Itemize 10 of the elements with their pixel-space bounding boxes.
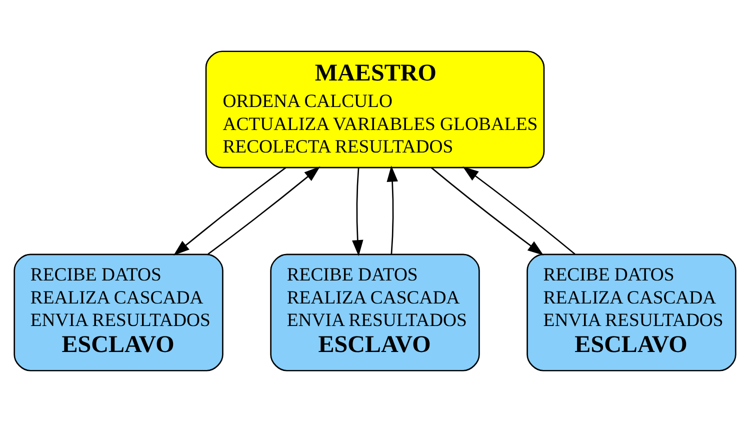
node-box: RECIBE DATOS REALIZA CASCADA ENVIA RESULTADOS ESCLAVO (13, 253, 223, 371)
node-box: RECIBE DATOS REALIZA CASCADA ENVIA RESULTADOS ESCLAVO (526, 253, 736, 371)
node-box: MAESTRO ORDENA CALCULO ACTUALIZA VARIABLES GLOBALES RECOLECTA RESULTADOS (204, 50, 544, 168)
arrow (430, 166, 544, 255)
arrow (207, 166, 320, 254)
node-box: RECIBE DATOS REALIZA CASCADA ENVIA RESULTADOS ESCLAVO (270, 253, 480, 371)
arrow (352, 167, 363, 256)
arrow (386, 165, 398, 254)
arrow (462, 166, 575, 254)
arrow (173, 166, 286, 255)
